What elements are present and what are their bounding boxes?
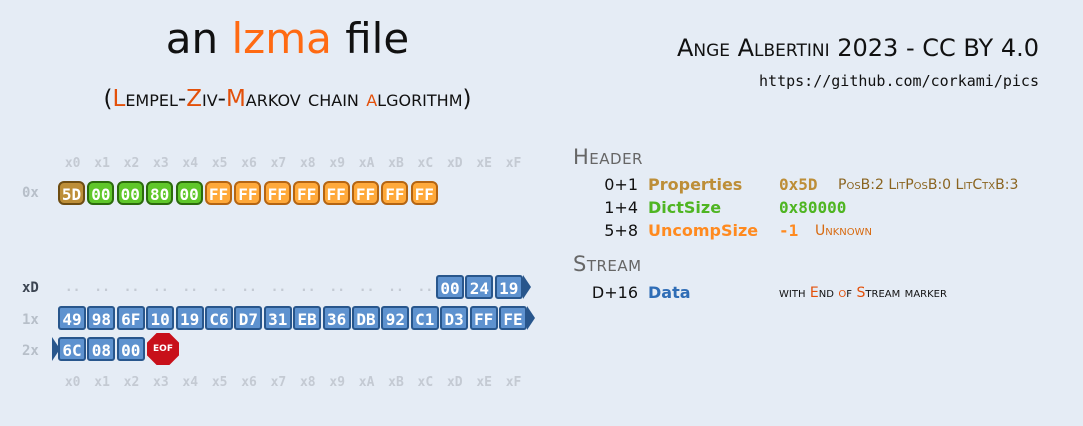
continuation-arrow <box>527 306 535 330</box>
byte-cell: FF <box>381 181 409 205</box>
byte-cell: D3 <box>440 306 469 330</box>
field-value-dictsize: 0x80000 <box>779 198 847 217</box>
field-range: 0+1 <box>604 175 638 194</box>
byte-cell: FF <box>293 181 321 205</box>
page-title: an lzma file <box>165 14 410 63</box>
byte-cell: 00 <box>116 181 144 205</box>
byte-cell: EB <box>293 306 322 330</box>
header-section-title: Header <box>573 145 643 169</box>
byte-cell: 24 <box>465 275 494 299</box>
row-label-2x: 2x <box>22 343 39 359</box>
field-range: 1+4 <box>604 198 638 217</box>
byte-cell: 80 <box>146 181 174 205</box>
byte-cell: 6F <box>116 306 145 330</box>
row-label-0x: 0x <box>22 185 39 201</box>
byte-cell: FF <box>234 181 262 205</box>
field-desc-properties: PosB:2 LitPosB:0 LitCtxB:3 <box>838 177 1019 193</box>
source-url[interactable]: https://github.com/corkami/pics <box>759 72 1039 90</box>
author-credit: Ange Albertini 2023 - CC BY 4.0 <box>676 34 1039 62</box>
row-2x: 6C 08 00 <box>52 337 258 363</box>
byte-cell: 98 <box>87 306 116 330</box>
field-desc-uncompsize: Unknown <box>815 223 873 239</box>
byte-cell: 10 <box>146 306 175 330</box>
byte-cell: FE <box>499 306 527 330</box>
field-name-uncompsize: UncompSize <box>648 221 759 240</box>
field-range: 5+8 <box>604 221 638 240</box>
continuation-arrow <box>522 275 531 299</box>
byte-cell: FF <box>322 181 350 205</box>
row-label-xD: xD <box>22 280 39 296</box>
byte-cell: 00 <box>175 181 203 205</box>
stream-section-title: Stream <box>573 252 642 276</box>
byte-cell: FF <box>352 181 379 205</box>
byte-cell: 92 <box>381 306 410 330</box>
continuation-arrow <box>52 337 60 361</box>
byte-cell: FF <box>469 306 498 330</box>
field-name-data: Data <box>648 283 691 302</box>
field-value-properties: 0x5D <box>779 175 818 194</box>
byte-cell: 00 <box>116 337 145 361</box>
byte-cell: C1 <box>410 306 439 330</box>
byte-cell: D7 <box>234 306 263 330</box>
eof-marker-icon: EOF <box>147 333 179 365</box>
byte-cell: 00 <box>436 275 464 299</box>
field-name-properties: Properties <box>648 175 743 194</box>
byte-cell: C6 <box>205 306 233 330</box>
byte-cell: FF <box>205 181 232 205</box>
row-1x: 49 98 6F 10 19 C6 D7 31 EB 36 DB 92 C1 D… <box>58 306 538 332</box>
byte-cell: 08 <box>87 337 116 361</box>
byte-cell: 6C <box>58 337 86 361</box>
byte-cell: 5D <box>58 181 85 205</box>
byte-cell: 19 <box>175 306 204 330</box>
byte-cell: 19 <box>494 275 523 299</box>
field-value-uncompsize: -1 <box>779 221 799 240</box>
subtitle: (Lempel-Ziv-Markov chain algorithm) <box>103 86 472 112</box>
byte-cell: FF <box>263 181 291 205</box>
field-range: D+16 <box>591 283 638 302</box>
byte-cell: 31 <box>263 306 292 330</box>
byte-cell: 36 <box>322 306 351 330</box>
row-0x: 5D 00 00 80 00 FF FF FF FF FF FF FF FF <box>58 181 538 207</box>
elided-bytes: .......................... <box>64 280 434 295</box>
byte-cell: 00 <box>87 181 115 205</box>
row-label-1x: 1x <box>22 312 39 328</box>
title-accent: lzma <box>231 14 332 63</box>
byte-cell: FF <box>410 181 438 205</box>
byte-cell: DB <box>352 306 380 330</box>
field-name-dictsize: DictSize <box>648 198 722 217</box>
field-desc-data: with End of Stream marker <box>779 285 947 301</box>
byte-cell: 49 <box>58 306 86 330</box>
row-xD: 00 24 19 <box>58 275 538 301</box>
